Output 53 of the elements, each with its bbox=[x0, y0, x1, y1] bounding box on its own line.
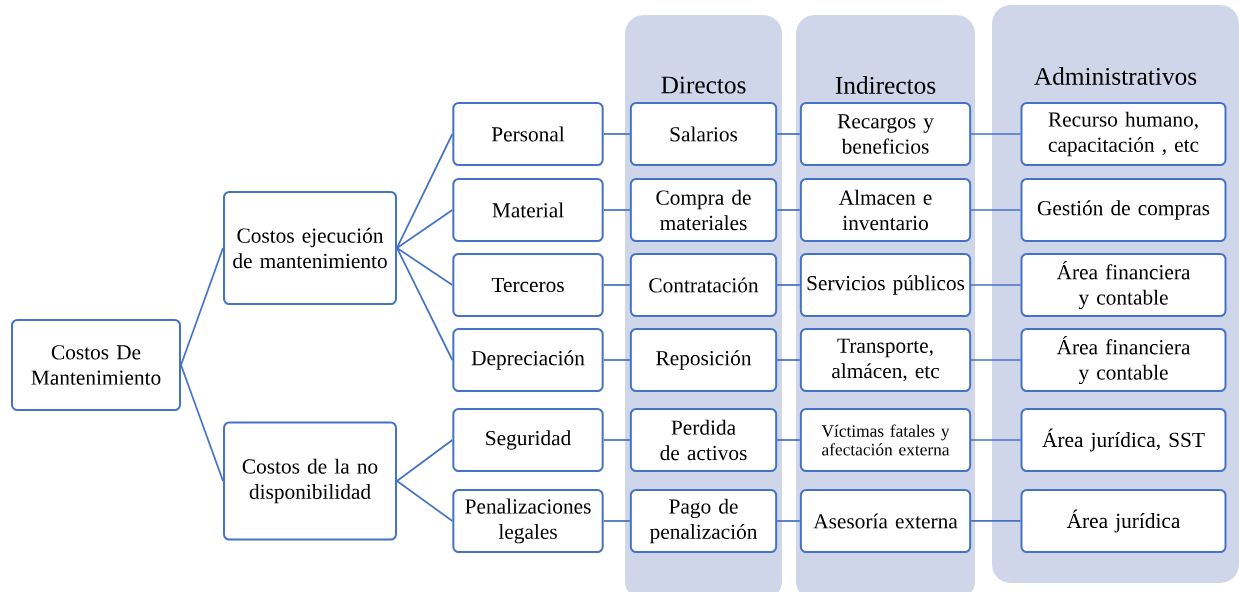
text-box: Costos de la no disponibilidad bbox=[223, 421, 397, 541]
text-box: Pago de penalización bbox=[629, 489, 778, 553]
text-box: Salarios bbox=[629, 102, 778, 166]
text-box: Gestión de compras bbox=[1020, 178, 1227, 242]
text-box: Recurso humano, capacitación , etc bbox=[1020, 102, 1227, 166]
text-box: Material bbox=[452, 178, 604, 242]
connector-line bbox=[776, 284, 801, 286]
connector-line bbox=[396, 247, 454, 286]
text-box: Área jurídica, SST bbox=[1020, 408, 1227, 472]
connector-line bbox=[970, 284, 1022, 286]
text-box: Reposición bbox=[629, 328, 778, 392]
text-box: Área financiera y contable bbox=[1020, 253, 1227, 317]
connector-line bbox=[602, 133, 631, 135]
text-box: Área jurídica bbox=[1020, 489, 1227, 553]
connector-line bbox=[776, 209, 801, 211]
text-box: Penalizaciones legales bbox=[452, 489, 604, 553]
connector-line bbox=[602, 359, 631, 361]
text-box: Área financiera y contable bbox=[1020, 328, 1227, 392]
text-box: Costos De Mantenimiento bbox=[11, 319, 181, 411]
connector-line bbox=[776, 439, 801, 441]
connector-line bbox=[180, 364, 224, 482]
connector-line bbox=[602, 520, 631, 522]
connector-line bbox=[602, 439, 631, 441]
text-box: Costos ejecución de mantenimiento bbox=[223, 191, 397, 305]
text-box: Depreciación bbox=[452, 328, 604, 392]
connector-line bbox=[776, 133, 801, 135]
connector-line bbox=[396, 209, 454, 249]
connector-line bbox=[776, 520, 801, 522]
connector-line bbox=[396, 439, 454, 482]
connector-line bbox=[970, 520, 1022, 522]
text-box: Almacen e inventario bbox=[799, 178, 972, 242]
text-box: Transporte, almácen, etc bbox=[799, 328, 972, 392]
text-box: Servicios públicos bbox=[799, 253, 972, 317]
connector-line bbox=[970, 359, 1022, 361]
connector-line bbox=[396, 480, 454, 522]
text-box: Víctimas fatales y afectación externa bbox=[799, 408, 972, 472]
connector-line bbox=[396, 133, 454, 249]
text-box: Asesoría externa bbox=[799, 489, 972, 553]
connector-line bbox=[396, 247, 454, 361]
connector-line bbox=[602, 284, 631, 286]
connector-line bbox=[970, 133, 1022, 135]
connector-line bbox=[776, 359, 801, 361]
text-box: Compra de materiales bbox=[629, 178, 778, 242]
text-box: Personal bbox=[452, 102, 604, 166]
connector-line bbox=[970, 209, 1022, 211]
connector-line bbox=[970, 439, 1022, 441]
connector-line bbox=[602, 209, 631, 211]
text-box: Perdida de activos bbox=[629, 408, 778, 472]
connector-line bbox=[180, 247, 224, 366]
text-box: Seguridad bbox=[452, 408, 604, 472]
text-box: Contratación bbox=[629, 253, 778, 317]
text-box: Terceros bbox=[452, 253, 604, 317]
text-box: Recargos y beneficios bbox=[799, 102, 972, 166]
